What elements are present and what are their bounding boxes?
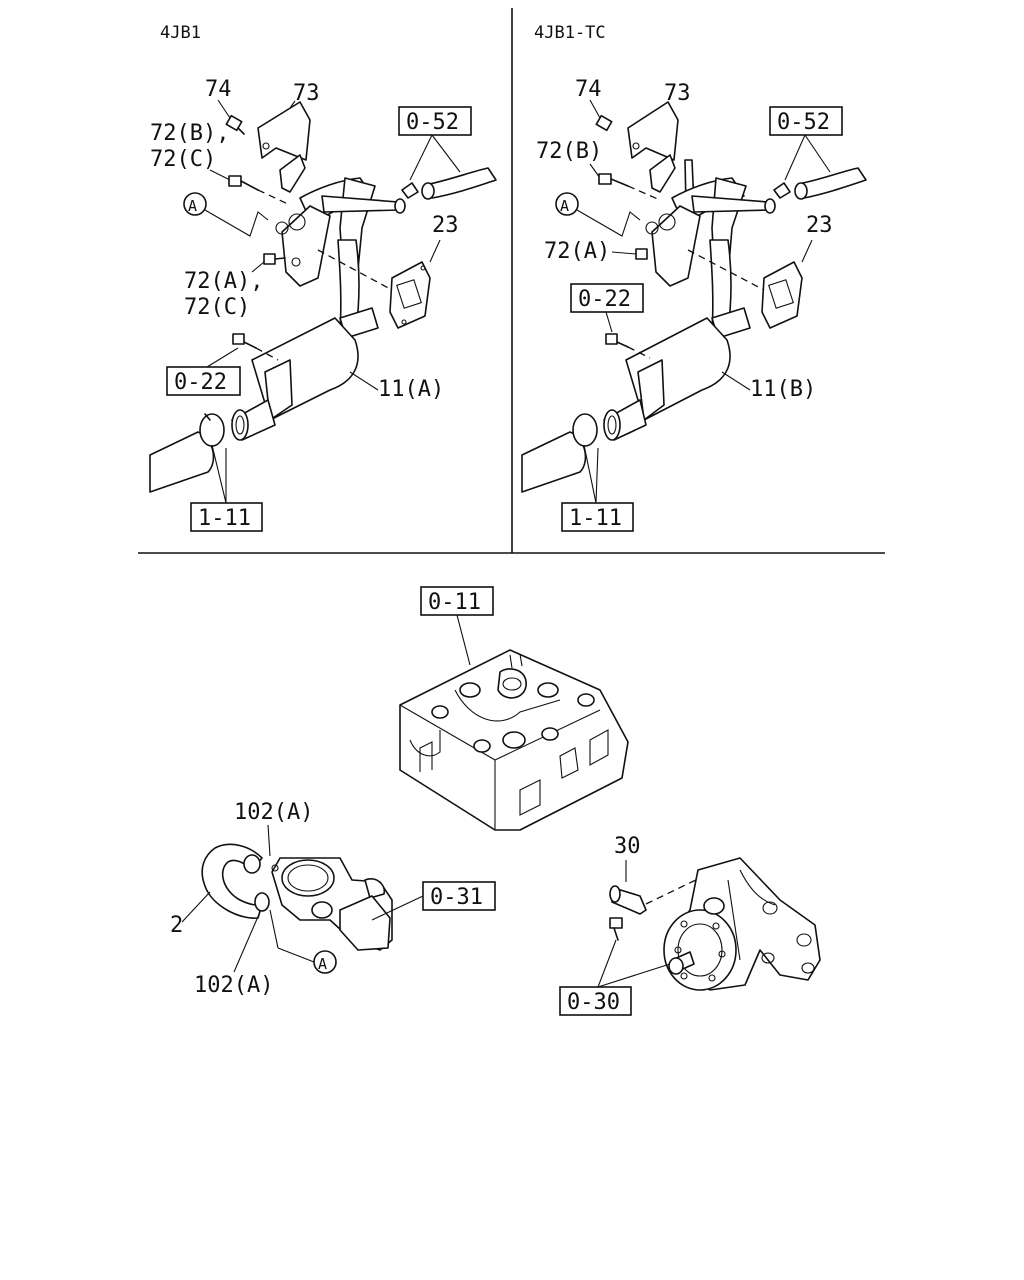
water-outlet-pipe-11a: [231, 177, 406, 441]
ref-box-1-11-tc: [561, 502, 634, 532]
part-label-102a-bottom: 102(A): [194, 973, 273, 998]
part-label-72c-2: 72(C): [184, 295, 250, 320]
radiator-hose: [149, 413, 225, 493]
ref-label-0-30: 0-30: [567, 990, 620, 1015]
panel-4jb1: 4JB1 74 73 72(B), 72(C) 0-52: [149, 23, 497, 532]
part-label-74-tc: 74: [575, 77, 602, 102]
panel-bottom: 0-11 102(A): [170, 586, 821, 1016]
panel-4jb1-tc: 4JB1-TC 74 73 72(B) 0-52 A: [521, 23, 867, 532]
marker-circle-a-bottom: [313, 950, 337, 974]
part-label-72a-72c: 72(A),: [184, 269, 263, 294]
bolt-022-tc: [605, 333, 651, 359]
ref-box-0-52-tc: [769, 106, 843, 136]
ref-label-0-52-tc: 0-52: [777, 110, 830, 135]
ref-label-0-52: 0-52: [406, 110, 459, 135]
thermostat-housing: [271, 857, 393, 951]
part-label-102a-top: 102(A): [234, 800, 313, 825]
ref-box-0-22: [166, 366, 241, 396]
ref-box-0-52: [398, 106, 472, 136]
ref-box-0-22-tc: [570, 283, 644, 313]
panel-header-4jb1: 4JB1: [160, 23, 201, 43]
ref-box-1-11: [190, 502, 263, 532]
part-label-23-tc: 23: [806, 213, 833, 238]
part-label-74: 74: [205, 77, 232, 102]
part-label-72c: 72(C): [150, 147, 216, 172]
water-pump: [663, 857, 821, 991]
marker-a-text-tc: A: [560, 197, 569, 215]
marker-circle-a-tc: [555, 192, 579, 216]
bracket-73-tc: [627, 101, 679, 193]
bolt-74-tc: [595, 114, 613, 132]
gasket-23-tc: [761, 261, 803, 329]
part-label-11a: 11(A): [378, 377, 444, 402]
cylinder-head: [399, 649, 629, 831]
part-label-23: 23: [432, 213, 459, 238]
part-label-72a-tc: 72(A): [544, 239, 610, 264]
part-label-2: 2: [170, 913, 183, 938]
sensor-30: [609, 877, 701, 915]
hose-top: [401, 167, 497, 200]
hose-top-tc: [773, 167, 867, 200]
part-label-30: 30: [614, 834, 641, 859]
marker-circle-a: [183, 192, 207, 216]
ref-box-0-11: [420, 586, 494, 616]
hose-2: [201, 843, 270, 919]
bolt-74: [225, 114, 245, 135]
marker-a-text-bottom: A: [318, 955, 327, 973]
ref-box-0-30: [559, 986, 632, 1016]
ref-label-0-31: 0-31: [430, 885, 483, 910]
water-outlet-pipe-11b: [603, 159, 776, 441]
bolt-72ac: [263, 253, 286, 265]
part-label-72b-tc: 72(B): [536, 139, 602, 164]
part-label-73: 73: [293, 81, 320, 106]
marker-a-text: A: [188, 197, 197, 215]
bolt-72bc: [228, 175, 291, 206]
radiator-hose-tc: [521, 413, 598, 493]
ref-label-0-22: 0-22: [174, 370, 227, 395]
part-label-72b-72c: 72(B),: [150, 121, 229, 146]
bolt-030: [609, 917, 623, 941]
ref-label-1-11-tc: 1-11: [569, 506, 622, 531]
part-label-73-tc: 73: [664, 81, 691, 106]
gasket-23: [389, 261, 431, 329]
bolt-72b-tc: [598, 173, 661, 201]
bolt-022: [232, 333, 279, 361]
panel-header-4jb1-tc: 4JB1-TC: [534, 23, 606, 43]
ref-label-0-11: 0-11: [428, 590, 481, 615]
bracket-73: [257, 101, 311, 193]
bolt-72a-tc: [635, 248, 648, 260]
ref-label-1-11: 1-11: [198, 506, 251, 531]
ref-label-0-22-tc: 0-22: [578, 287, 631, 312]
part-label-11b: 11(B): [750, 377, 816, 402]
